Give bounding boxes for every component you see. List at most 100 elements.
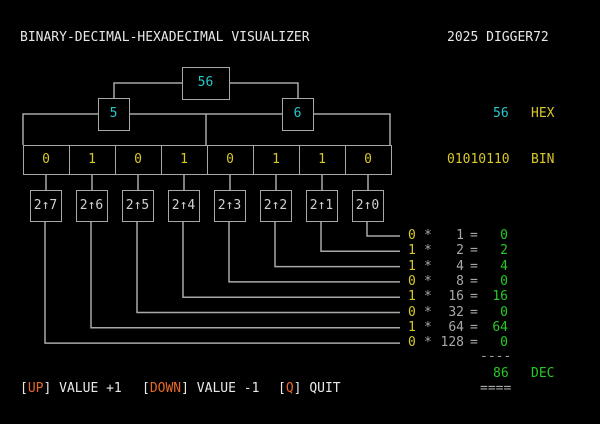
row-result: 0	[500, 273, 508, 289]
row-equals: =	[470, 335, 478, 351]
row-equals: =	[470, 304, 478, 320]
row-operator: *	[424, 258, 432, 274]
decimal-sum: 86	[493, 366, 509, 381]
bit-cell[interactable]: 0	[345, 145, 392, 175]
bit-value: 0	[42, 152, 50, 167]
row-operator: *	[424, 289, 432, 305]
row-weight: 32	[448, 304, 464, 320]
row-weight: 8	[456, 273, 464, 289]
app-title: BINARY-DECIMAL-HEXADECIMAL VISUALIZER	[20, 30, 310, 45]
control-up[interactable]: [UP] VALUE +1	[20, 381, 122, 396]
bit-value: 1	[272, 152, 280, 167]
row-result: 0	[500, 335, 508, 351]
power-box: 2↑2	[260, 190, 292, 222]
bit-cell[interactable]: 1	[69, 145, 116, 175]
bit-value: 1	[318, 152, 326, 167]
control-up-key: UP	[27, 381, 44, 396]
hex-total-box: 56	[182, 67, 230, 100]
row-bit: 1	[408, 289, 416, 305]
hex-low-nibble: 6	[293, 106, 302, 121]
bit-cell[interactable]: 1	[253, 145, 300, 175]
row-result: 4	[500, 258, 508, 274]
bit-cell[interactable]: 0	[115, 145, 162, 175]
power-label: 2↑3	[217, 198, 242, 213]
row-weight: 1	[456, 228, 464, 243]
wire	[230, 82, 299, 98]
wire	[113, 82, 182, 98]
power-box: 2↑4	[168, 190, 200, 222]
row-operator: *	[424, 335, 432, 351]
row-operator: *	[424, 273, 432, 289]
row-result: 0	[500, 228, 508, 243]
power-box: 2↑7	[30, 190, 62, 222]
row-operator: *	[424, 243, 432, 259]
row-equals: =	[470, 258, 478, 274]
power-label: 2↑7	[33, 198, 58, 213]
control-quit[interactable]: [Q] QUIT	[278, 381, 341, 396]
row-result: 16	[492, 289, 508, 305]
wire	[44, 222, 400, 344]
wire	[136, 222, 400, 314]
control-down-action: VALUE -1	[196, 381, 260, 396]
credit: 2025 DIGGER72	[447, 30, 549, 45]
bit-value: 0	[226, 152, 234, 167]
bit-cell[interactable]: 0	[23, 145, 70, 175]
hex-label: HEX	[531, 106, 555, 121]
bit-cell[interactable]: 1	[161, 145, 208, 175]
hex-readout: 56	[493, 106, 509, 121]
row-result: 2	[500, 243, 508, 259]
bit-cell[interactable]: 1	[299, 145, 346, 175]
row-bit: 0	[408, 228, 416, 243]
power-label: 2↑4	[171, 198, 196, 213]
wire	[228, 222, 400, 283]
power-box: 2↑6	[76, 190, 108, 222]
power-box: 2↑0	[352, 190, 384, 222]
row-bit: 1	[408, 243, 416, 259]
power-box: 2↑5	[122, 190, 154, 222]
control-quit-action: QUIT	[309, 381, 341, 396]
control-down[interactable]: [DOWN] VALUE -1	[142, 381, 260, 396]
power-label: 2↑6	[79, 198, 104, 213]
wire	[90, 222, 400, 329]
hex-high-nibble-box: 5	[98, 98, 130, 131]
sum-rule-bottom: ====	[480, 381, 512, 396]
power-label: 2↑5	[125, 198, 150, 213]
row-operator: *	[424, 228, 432, 243]
hex-low-nibble-box: 6	[282, 98, 314, 131]
wire	[130, 113, 207, 145]
bit-cell[interactable]: 0	[207, 145, 254, 175]
row-equals: =	[470, 289, 478, 305]
control-down-key: DOWN	[149, 381, 182, 396]
row-equals: =	[470, 243, 478, 259]
row-bit: 1	[408, 319, 416, 335]
wire	[22, 113, 98, 145]
row-bit: 1	[408, 258, 416, 274]
binary-readout: 01010110	[447, 152, 510, 167]
row-weight: 4	[456, 258, 464, 274]
hex-high-nibble: 5	[109, 106, 118, 121]
row-operator: *	[424, 304, 432, 320]
bit-value: 0	[364, 152, 372, 167]
power-box: 2↑3	[214, 190, 246, 222]
wire	[182, 222, 400, 298]
wire	[314, 113, 391, 145]
row-weight: 16	[448, 289, 464, 305]
row-equals: =	[470, 228, 478, 243]
wire	[366, 222, 400, 237]
power-label: 2↑1	[309, 198, 334, 213]
row-equals: =	[470, 319, 478, 335]
row-result: 0	[500, 304, 508, 320]
bit-value: 1	[180, 152, 188, 167]
dec-label: DEC	[531, 366, 555, 381]
bin-label: BIN	[531, 152, 555, 167]
row-weight: 128	[440, 335, 464, 351]
row-bit: 0	[408, 335, 416, 351]
control-up-action: VALUE +1	[59, 381, 122, 396]
wire	[320, 222, 400, 253]
control-quit-key: Q	[285, 381, 294, 396]
sum-rule-top: ----	[480, 349, 512, 364]
row-weight: 64	[448, 319, 464, 335]
row-operator: *	[424, 319, 432, 335]
power-label: 2↑2	[263, 198, 288, 213]
